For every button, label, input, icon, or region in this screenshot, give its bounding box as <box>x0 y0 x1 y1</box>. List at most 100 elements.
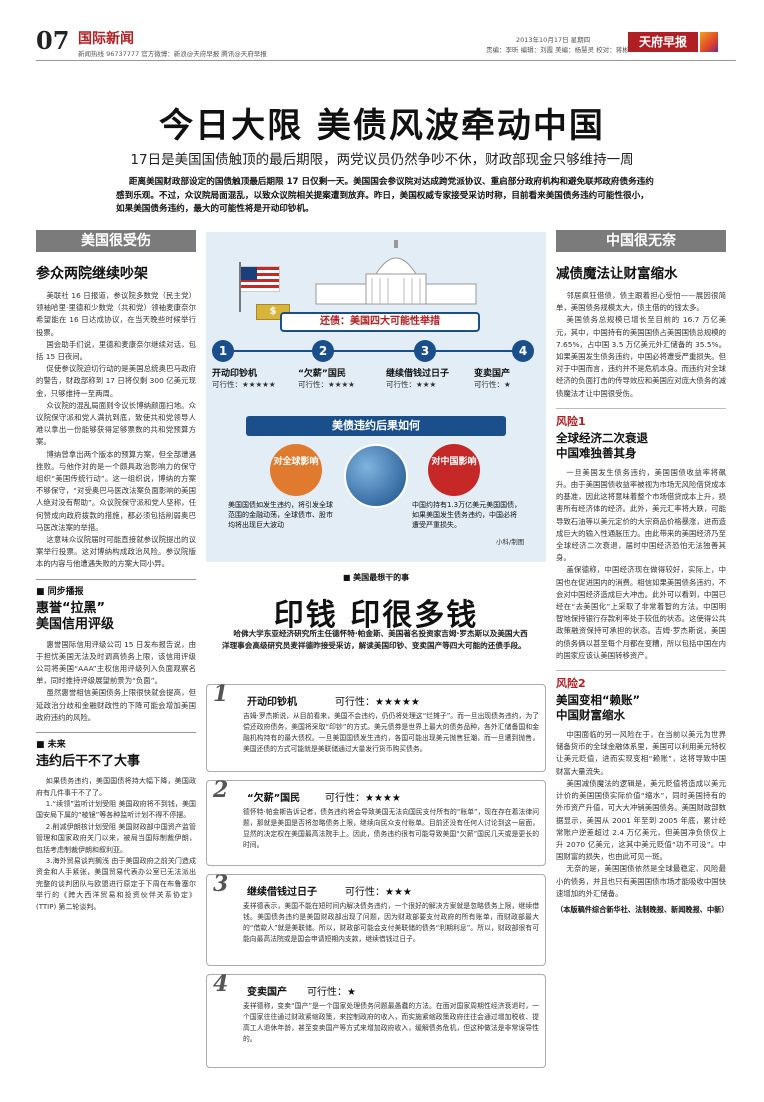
issue-date: 2013年10月17日 星期四 <box>516 36 591 44</box>
right-article-title: 减债魔法让财富缩水 <box>556 266 678 282</box>
infographic: $ 还债：美国四大可能性举措 1 开动印钞机 可行性：★★★★★ 2 “欠薪”国… <box>206 232 546 562</box>
step-label: 继续借钱过日子 <box>386 369 450 379</box>
header-rule <box>36 60 736 61</box>
info-step: 4 变卖国产 可行性：★ <box>474 340 540 390</box>
risk1-body: 一旦美国发生债务违约，美国国债收益率将飙升。由于美国国债收益率被视为市场无风险借… <box>556 467 726 662</box>
step-number: 2 <box>312 340 334 362</box>
paragraph: 这意味众议院届时可能直接就参议院提出的议案举行投票。这对博纳构成政治风险。参议院… <box>36 535 196 569</box>
future-title: 违约后干不了大事 <box>36 754 141 770</box>
capitol-building-icon <box>306 238 486 310</box>
option-title: 变卖国产 <box>247 987 287 998</box>
paragraph: 盖保德称，中国经济现在做得较好，实际上，中国也在促进国内的消费。相信如果美国债务… <box>556 565 726 660</box>
paragraph: 邻居疯狂借债，债主跟着担心受怕——展因很简单，美国债务规模太大，债主借的的钱太多… <box>556 291 726 313</box>
future-label: ■ 未来 <box>36 740 66 751</box>
us-flag-icon <box>240 266 280 292</box>
option-text: 吉姆·罗杰斯说，从目前看来，美国不会违约，仍仍将处理这“烂摊子”。而一旦出现债务… <box>243 712 539 753</box>
option-card: 3 继续借钱过日子 可行性：★★★ 麦祥德表示，美国不能在短时间内解决债务违约，… <box>206 871 546 966</box>
option-rating: 可行性：★★★★ <box>325 793 401 804</box>
sync-label: ■ 同步播报 <box>36 586 84 597</box>
global-impact-badge: 对全球影响 <box>270 444 322 496</box>
risk2-title-line2: 中国财富缩水 <box>556 708 625 723</box>
step-number: 1 <box>212 340 234 362</box>
info-step: 2 “欠薪”国民 可行性：★★★★ <box>298 340 378 390</box>
risk2-body: 中国面临的另一风险在于，在当前以美元为世界储备货币的全球金融体系里，美国可以利用… <box>556 729 726 900</box>
flagpole-icon <box>239 262 241 312</box>
future-divider <box>36 732 196 734</box>
page-number: 07 <box>36 26 70 55</box>
option-number: 4 <box>213 971 229 997</box>
page-header: 07 国际新闻 新闻热线 96737777 官方微博：新浪@天府早报 腾讯@天府… <box>36 26 736 62</box>
lead-paragraph: 距离美国财政部设定的国债触顶最后期限 17 日仅剩一天。美国国会参议院对达成跨党… <box>116 177 654 214</box>
step-number: 4 <box>512 340 534 362</box>
risk1-title-line1: 全球经济二次衰退 <box>556 430 648 445</box>
global-impact-text: 美国国债如发生违约，将引发全球范围的金融动荡，全球债市、股市均将出现巨大波动 <box>228 501 333 529</box>
fitch-title-line1: 惠誉“拉黑” <box>36 600 106 616</box>
step-rating: 可行性：★★★★★ <box>212 380 276 389</box>
main-headline: 今日大限 美债风波牵动中国 <box>159 106 605 146</box>
step-rating: 可行性：★ <box>474 380 511 389</box>
step-label: “欠薪”国民 <box>298 369 346 379</box>
left-article-body: 美联社 16 日报道，参议院多数党（民主党）领袖哈里·里德和少数党（共和党）领袖… <box>36 290 196 571</box>
china-impact-text: 中国约持有1.3万亿美元美国国债，如果美国发生债务违约，中国必将遭受严重损失。 <box>412 501 522 529</box>
risk1-title-line2: 中国难独善其身 <box>556 445 637 460</box>
future-body: 如果债务违约，美国国债将持大幅下降，美国政府有几件事干不了了。 1.“续领”监听… <box>36 776 196 913</box>
global-impact-title: 对全球影响 <box>273 457 319 467</box>
source-note: （本版稿件综合新华社、法制晚报、新闻晚报、中新） <box>556 904 729 914</box>
risk2-title-line1: 美国变相“赖账” <box>556 693 641 708</box>
paragraph: 美国债务总规模已增长至目前的 16.7 万亿美元，其中，中国持有的美国国债占美国… <box>556 315 726 398</box>
paragraph: 一旦美国发生债务违约，美国国债收益率将飙升。由于美国国债收益率被视为市场无风险借… <box>556 467 726 563</box>
option-rating: 可行性：★★★★★ <box>335 697 420 708</box>
left-article-title: 参众两院继续吵架 <box>36 266 148 282</box>
option-text: 麦祥德称，变卖“国产”是一个国家处理债务问题最愚蠢的方法。在面对国家周期性经济衰… <box>243 1002 539 1043</box>
fitch-body: 惠誉国际信用评级公司 15 日发布报告说，由于担忧美国无法及时调高债务上限，该信… <box>36 639 196 724</box>
paragraph: 无奈的是，美国国债依然是全球最稳定、风险最小的债务，并且也只有美国国债市场才能吸… <box>556 864 726 898</box>
paragraph: 国会助手们说，里德和麦康奈尔继续对话，包括 15 日夜间。 <box>36 339 196 362</box>
option-number: 2 <box>213 777 229 803</box>
paragraph: 如果债务违约，美国国债将持大幅下降，美国政府有几件事干不了了。 <box>36 777 196 797</box>
step-label: 变卖国产 <box>474 369 511 379</box>
risk2-divider <box>556 670 726 672</box>
brand-logo: 天府早报 <box>628 32 698 52</box>
risk1-label: 风险1 <box>556 414 586 428</box>
steps-connector <box>224 350 524 352</box>
option-text: 麦祥德表示，美国不能在短时间内解决债务违约，一个很好的解决方案就是忽略债务上限，… <box>243 902 539 943</box>
paragraph: 博纳曾拿出两个版本的预算方案，但全部遭遇挫败。与他作对的是一个颇具政治影响力的保… <box>36 449 196 532</box>
china-impact-badge: 对中国影响 <box>428 444 480 496</box>
info-step: 1 开动印钞机 可行性：★★★★★ <box>212 340 292 390</box>
option-text: 德怀特·帕金斯告诉记者，债务违约将会导致美国无法向国民支付所有的“账单”，现在存… <box>243 808 539 849</box>
left-column: 美国很受伤 参众两院继续吵架 美联社 16 日报道，参议院多数党（民主党）领袖哈… <box>36 230 196 1080</box>
option-number: 3 <box>213 871 229 897</box>
paragraph: 美国减债魔法的逻辑是，美元贬值将造成以美元计价的美国国债实际价值“缩水”，同时美… <box>556 778 726 862</box>
paragraph: 美联社 16 日报道，参议院多数党（民主党）领袖哈里·里德和少数党（共和党）领袖… <box>36 291 196 337</box>
fitch-title-line2: 美国信用评级 <box>36 616 115 632</box>
consequence-bar: 美债违约后果如何 <box>246 416 506 436</box>
sub-headline: 17日是美国国债触顶的最后期限，两党议员仍然争吵不休，财政部现金只够维持一周 <box>130 152 634 168</box>
paragraph: 1.“续领”监听计划受阻 美国政府将不到钱，美国国安局下属的“棱镜”等各种监听计… <box>36 799 196 820</box>
option-title: “欠薪”国民 <box>247 793 301 804</box>
step-number: 3 <box>414 340 436 362</box>
section-name: 国际新闻 <box>78 31 134 47</box>
step-rating: 可行性：★★★ <box>386 380 437 389</box>
option-card: 4 变卖国产 可行性：★ 麦祥德称，变卖“国产”是一个国家处理债务问题最愚蠢的方… <box>206 971 546 1068</box>
option-card: 1 开动印钞机 可行性：★★★★★ 吉姆·罗杰斯说，从目前看来，美国不会违约，仍… <box>206 681 546 772</box>
info-step: 3 继续借钱过日子 可行性：★★★ <box>386 340 466 390</box>
china-impact-title: 对中国影响 <box>431 457 477 467</box>
consequence-title: 美债违约后果如何 <box>332 419 420 432</box>
option-title: 开动印钞机 <box>247 697 297 708</box>
interview-label: ■ 美国最想干的事 <box>342 573 410 582</box>
risk2-label: 风险2 <box>556 677 586 691</box>
paragraph: 2.削减伊朗核计划受阻 美国财政部中国资产监管管理和国家政府关门以来，被局当国际… <box>36 822 196 854</box>
editor-credits: 责编：李昕 编辑：刘霞 美编：杨慧灵 校对：蒋彬 <box>486 46 629 54</box>
center-big-title: 印钱 印很多钱 <box>273 598 479 633</box>
step-label: 开动印钞机 <box>212 369 258 379</box>
info-title: 还债：美国四大可能性举措 <box>320 316 440 327</box>
brand-mark-icon <box>700 32 718 52</box>
paragraph: 惠誉国际信用评级公司 15 日发布报告说，由于担忧美国无法及时调高债务上限，该信… <box>36 639 196 686</box>
option-card: 2 “欠薪”国民 可行性：★★★★ 德怀特·帕金斯告诉记者，债务违约将会导致美国… <box>206 777 546 866</box>
globe-icon <box>344 444 408 508</box>
paragraph: 中国面临的另一风险在于，在当前以美元为世界储备货币的全球金融体系里，美国可以利用… <box>556 730 726 776</box>
right-column: 中国很无奈 减债魔法让财富缩水 邻居疯狂借债，债主跟着担心受怕——展因很简单，美… <box>556 230 729 1080</box>
step-rating: 可行性：★★★★ <box>298 380 355 389</box>
right-article-body: 邻居疯狂借债，债主跟着担心受怕——展因很简单，美国债务规模太大，债主借的的钱太多… <box>556 290 726 400</box>
risk1-divider <box>556 407 726 409</box>
